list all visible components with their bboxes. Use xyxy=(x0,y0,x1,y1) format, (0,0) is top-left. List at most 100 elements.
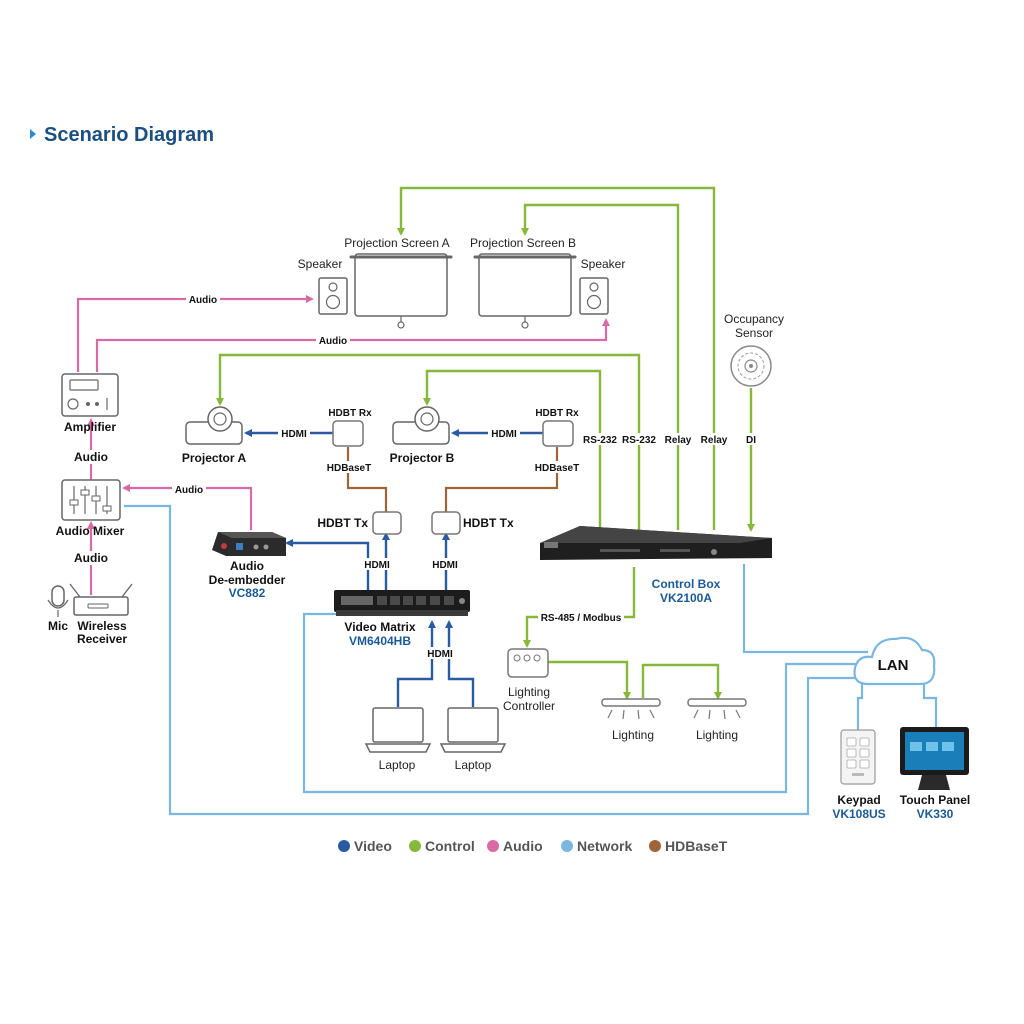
lan-to-keypad-line xyxy=(856,684,864,730)
controlbox-network-line xyxy=(742,564,868,654)
audio-mixer-label: Audio Mixer xyxy=(56,524,125,538)
di-label: DI xyxy=(746,435,756,446)
legend-item-hdbaset: HDBaseT xyxy=(649,838,728,854)
projection-screen-a xyxy=(349,253,453,329)
lighting-2-label: Lighting xyxy=(696,728,738,742)
deembedder-to-mixer-line xyxy=(122,484,253,530)
amp-to-speaker-left-line xyxy=(76,295,314,372)
audio-deembedder-device xyxy=(212,532,286,556)
projector-a-icon xyxy=(185,406,243,445)
legend-video-label: Video xyxy=(354,838,392,854)
touch-panel-model: VK330 xyxy=(917,807,954,821)
mixer-network-line xyxy=(124,504,862,816)
audio-deembedder-mixer-label: Audio xyxy=(175,485,203,496)
video-matrix-device xyxy=(334,590,470,616)
lighting-1-label: Lighting xyxy=(612,728,654,742)
laptop-2-icon xyxy=(439,707,507,753)
legend-item-audio: Audio xyxy=(487,838,543,854)
wireless-receiver-label-1: Wireless xyxy=(77,619,127,633)
legend-audio-label: Audio xyxy=(503,838,543,854)
wireless-receiver-label-2: Receiver xyxy=(77,632,127,646)
occupancy-sensor-icon xyxy=(730,345,772,387)
lighting-1-icon xyxy=(601,698,661,720)
touch-panel-label: Touch Panel xyxy=(900,793,970,807)
lights-branch-line xyxy=(641,663,722,700)
hdbt-tx-a-label: HDBT Tx xyxy=(317,516,368,530)
projector-b-label: Projector B xyxy=(390,451,455,465)
control-box-label: Control Box xyxy=(652,577,721,591)
speaker-right-icon xyxy=(579,277,609,315)
hdmi-rx-a-label: HDMI xyxy=(281,429,307,440)
audio-speaker-right-label: Audio xyxy=(319,336,347,347)
matrix-to-deembedder-line xyxy=(285,539,370,590)
legend-network-swatch xyxy=(561,840,573,852)
laptop-1-icon xyxy=(364,707,432,753)
projection-screen-b-label: Projection Screen B xyxy=(470,236,576,250)
legend-audio-swatch xyxy=(487,840,499,852)
keypad-label: Keypad xyxy=(837,793,880,807)
amplifier-label: Amplifier xyxy=(64,420,116,434)
lighting-controller-icon xyxy=(507,648,549,678)
audio-deembedder-model: VC882 xyxy=(229,586,266,600)
hdbaset-b-line xyxy=(444,447,559,512)
page-title: Scenario Diagram xyxy=(44,124,215,146)
touch-panel-device xyxy=(900,727,969,790)
hdbt-tx-b-box xyxy=(431,511,461,535)
hdmi-rx-b-label: HDMI xyxy=(491,429,517,440)
keypad-device xyxy=(840,729,876,785)
mic-label: Mic xyxy=(48,619,68,633)
legend-control-swatch xyxy=(409,840,421,852)
connection-labels: Audio Audio Audio Audio Audio HDMI HDMI … xyxy=(72,293,760,660)
hdbaset-b-label: HDBaseT xyxy=(535,463,579,474)
speaker-left-icon xyxy=(318,277,348,315)
speaker-right-label: Speaker xyxy=(581,257,626,271)
audio-deembedder-label-2: De-embedder xyxy=(209,573,286,587)
hdbaset-a-label: HDBaseT xyxy=(327,463,371,474)
audio-receiver-mixer-label: Audio xyxy=(74,551,108,565)
keypad-model: VK108US xyxy=(832,807,885,821)
video-connections xyxy=(244,429,543,707)
hdmi-tx-b-label: HDMI xyxy=(432,560,458,571)
hdbt-rx-b-box xyxy=(542,420,574,447)
relay-1-label: Relay xyxy=(665,435,692,446)
audio-speaker-left-label: Audio xyxy=(189,295,217,306)
rs232-2-label: RS-232 xyxy=(622,435,656,446)
projection-screen-b xyxy=(473,253,577,329)
audio-mixer-icon xyxy=(61,479,121,521)
lighting-controller-label-1: Lighting xyxy=(508,685,550,699)
hdbaset-a-line xyxy=(346,447,388,512)
control-box-model: VK2100A xyxy=(660,591,712,605)
legend-item-network: Network xyxy=(561,838,632,854)
legend-network-label: Network xyxy=(577,838,632,854)
lan-label: LAN xyxy=(878,657,909,674)
legend-video-swatch xyxy=(338,840,350,852)
wireless-receiver-icon xyxy=(69,583,133,616)
hdbt-tx-b-label: HDBT Tx xyxy=(463,516,514,530)
relay-2-label: Relay xyxy=(701,435,728,446)
title-arrow-icon xyxy=(30,129,36,139)
laptop-1-label: Laptop xyxy=(379,758,416,772)
laptop-2-label: Laptop xyxy=(455,758,492,772)
relay-to-screen-b-line xyxy=(521,203,680,530)
hdmi-laptops-label: HDMI xyxy=(427,649,453,660)
speaker-left-label: Speaker xyxy=(298,257,343,271)
legend: Video Control Audio Network HDBaseT xyxy=(338,838,728,854)
projection-screen-a-label: Projection Screen A xyxy=(344,236,449,250)
rs485-to-lighting-controller-line xyxy=(523,567,636,648)
hdbt-rx-b-label: HDBT Rx xyxy=(535,408,579,419)
rs485-label: RS-485 / Modbus xyxy=(541,613,622,624)
network-connections xyxy=(124,504,938,816)
rs232-1-label: RS-232 xyxy=(583,435,617,446)
lan-cloud-icon xyxy=(853,636,936,686)
rs232-to-projector-b-line xyxy=(423,369,602,530)
video-matrix-model: VM6404HB xyxy=(349,634,411,648)
legend-item-control: Control xyxy=(409,838,475,854)
hdbt-tx-a-box xyxy=(372,511,402,535)
projector-a-label: Projector A xyxy=(182,451,247,465)
legend-item-video: Video xyxy=(338,838,392,854)
projector-b-icon xyxy=(392,406,450,445)
lighting-2-icon xyxy=(687,698,747,720)
matrix-network-line xyxy=(302,612,862,794)
legend-hdbaset-swatch xyxy=(649,840,661,852)
